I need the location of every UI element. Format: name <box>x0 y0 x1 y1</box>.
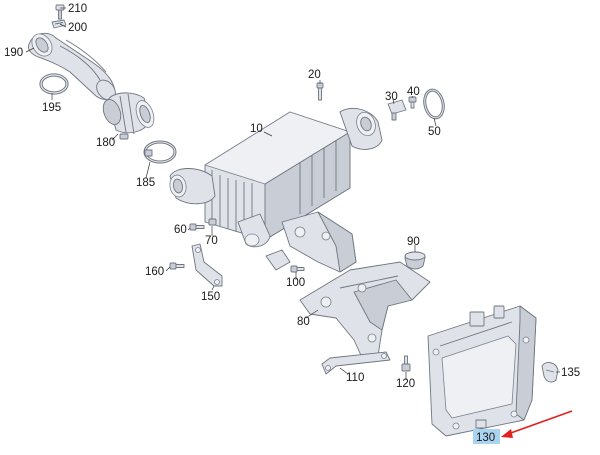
part-20-sensor <box>316 82 324 101</box>
callout-120[interactable]: 120 <box>396 378 415 390</box>
callout-80[interactable]: 80 <box>297 316 310 328</box>
callout-90[interactable]: 90 <box>407 236 420 248</box>
callout-130[interactable]: 130 <box>476 432 495 444</box>
callout-185[interactable]: 185 <box>136 177 155 189</box>
part-80-carrier-bracket <box>299 261 431 363</box>
part-150-bracket <box>191 243 223 287</box>
part-50-seal-ring <box>423 88 445 120</box>
callout-20[interactable]: 20 <box>308 69 321 81</box>
part-10-intercooler <box>169 108 383 248</box>
part-90-rubber-mount <box>404 251 426 270</box>
part-upper-mount-bracket <box>265 211 357 273</box>
part-160-bolt <box>169 262 185 270</box>
part-195-o-ring <box>39 73 69 95</box>
callout-60[interactable]: 60 <box>174 224 187 236</box>
part-210-bolt <box>55 4 65 20</box>
part-185-clamp <box>143 140 177 164</box>
callout-100[interactable]: 100 <box>286 277 305 289</box>
part-70-nut <box>208 218 217 226</box>
callout-195[interactable]: 195 <box>42 102 61 114</box>
callout-150[interactable]: 150 <box>201 291 220 303</box>
callout-160[interactable]: 160 <box>145 266 164 278</box>
part-30-sensor <box>387 99 407 121</box>
callout-labels: 210 200 190 195 180 185 20 10 30 40 50 6… <box>4 3 580 444</box>
leader-lines <box>25 7 560 380</box>
part-190-intake-pipe <box>28 32 116 101</box>
part-110-bracket-strip <box>321 351 391 375</box>
part-40-screw <box>408 96 417 109</box>
callout-10[interactable]: 10 <box>250 123 263 135</box>
part-180-coupling <box>102 92 155 140</box>
part-60-bolt <box>189 223 205 231</box>
callout-70[interactable]: 70 <box>205 235 218 247</box>
callout-50[interactable]: 50 <box>428 126 441 138</box>
part-200-clip <box>51 19 67 29</box>
callout-210[interactable]: 210 <box>68 3 87 15</box>
highlight-box-130 <box>473 429 500 444</box>
callout-110[interactable]: 110 <box>346 372 364 384</box>
part-120-nut <box>401 355 411 372</box>
highlight-arrow <box>501 410 573 438</box>
part-135-clip <box>541 362 559 383</box>
callout-135[interactable]: 135 <box>561 367 580 379</box>
part-100-bolt <box>290 265 305 273</box>
callout-190[interactable]: 190 <box>4 47 23 59</box>
callout-40[interactable]: 40 <box>407 86 420 98</box>
part-130-frame-bracket <box>427 305 537 437</box>
callout-180[interactable]: 180 <box>96 137 115 149</box>
callout-200[interactable]: 200 <box>68 22 87 34</box>
callout-30[interactable]: 30 <box>385 91 398 103</box>
